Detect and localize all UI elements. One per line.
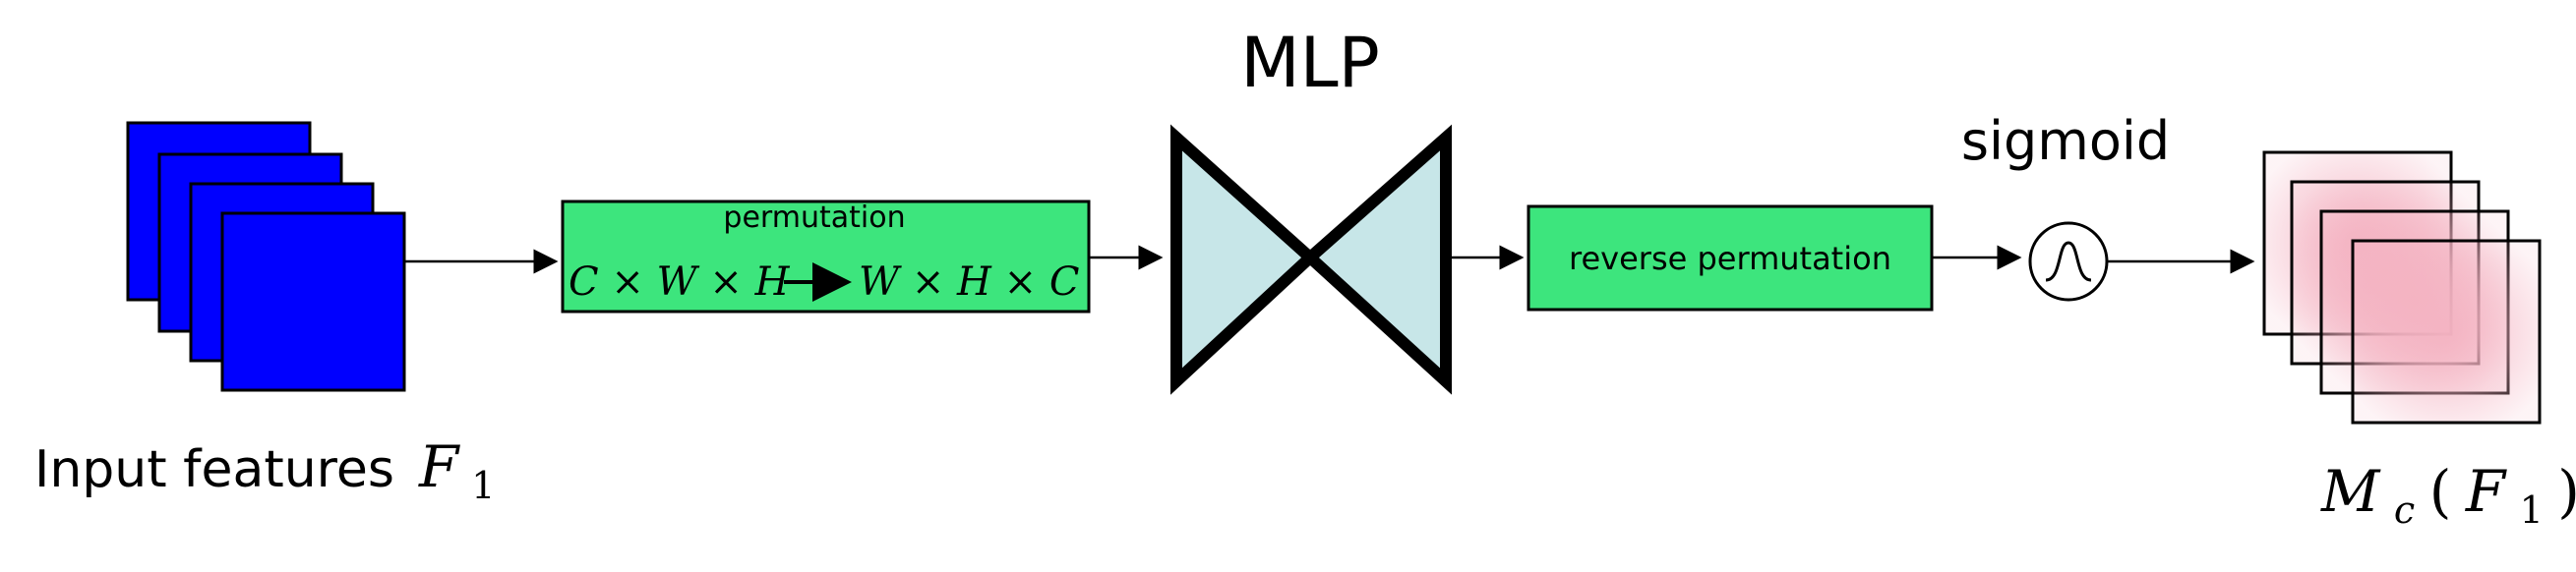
reverse-permutation-block: reverse permutation	[1527, 204, 1934, 312]
input-feature-stack	[126, 121, 406, 392]
sigmoid-label: sigmoid	[1961, 110, 2170, 172]
sigmoid-curve	[2045, 241, 2092, 282]
mlp-right-triangle	[1301, 124, 1452, 395]
output-arg-symbol: F	[2465, 458, 2507, 525]
permutation-from: C × W × H	[569, 259, 791, 305]
output-paren-open: (	[2429, 458, 2452, 525]
mlp-label: MLP	[1240, 23, 1380, 103]
output-paren-close: )	[2557, 458, 2576, 525]
reverse-permutation-label: reverse permutation	[1569, 240, 1891, 277]
output-label: M c ( F 1 )	[2320, 458, 2576, 536]
permutation-title: permutation	[723, 200, 905, 235]
output-symbol: M	[2320, 458, 2381, 525]
output-subscript: c	[2394, 488, 2415, 532]
reverse-permutation-box	[1527, 204, 1934, 312]
input-subscript: 1	[471, 464, 495, 507]
sigmoid-block: sigmoid	[1961, 110, 2170, 302]
output-map-4	[2351, 239, 2542, 425]
output-arg-subscript: 1	[2520, 488, 2544, 532]
mlp-block: MLP	[1170, 23, 1452, 395]
permutation-to: W × H × C	[859, 259, 1080, 305]
input-symbol: F	[418, 433, 460, 500]
mlp-left-triangle	[1170, 124, 1319, 395]
input-label: Input features F 1	[34, 433, 495, 507]
sigmoid-icon	[2028, 221, 2109, 302]
input-feature-map-4	[220, 211, 406, 392]
output-attention-stack	[2262, 150, 2542, 425]
input-label-text: Input features	[34, 440, 394, 499]
permutation-block: permutation C × W × H W × H × C	[561, 200, 1091, 314]
